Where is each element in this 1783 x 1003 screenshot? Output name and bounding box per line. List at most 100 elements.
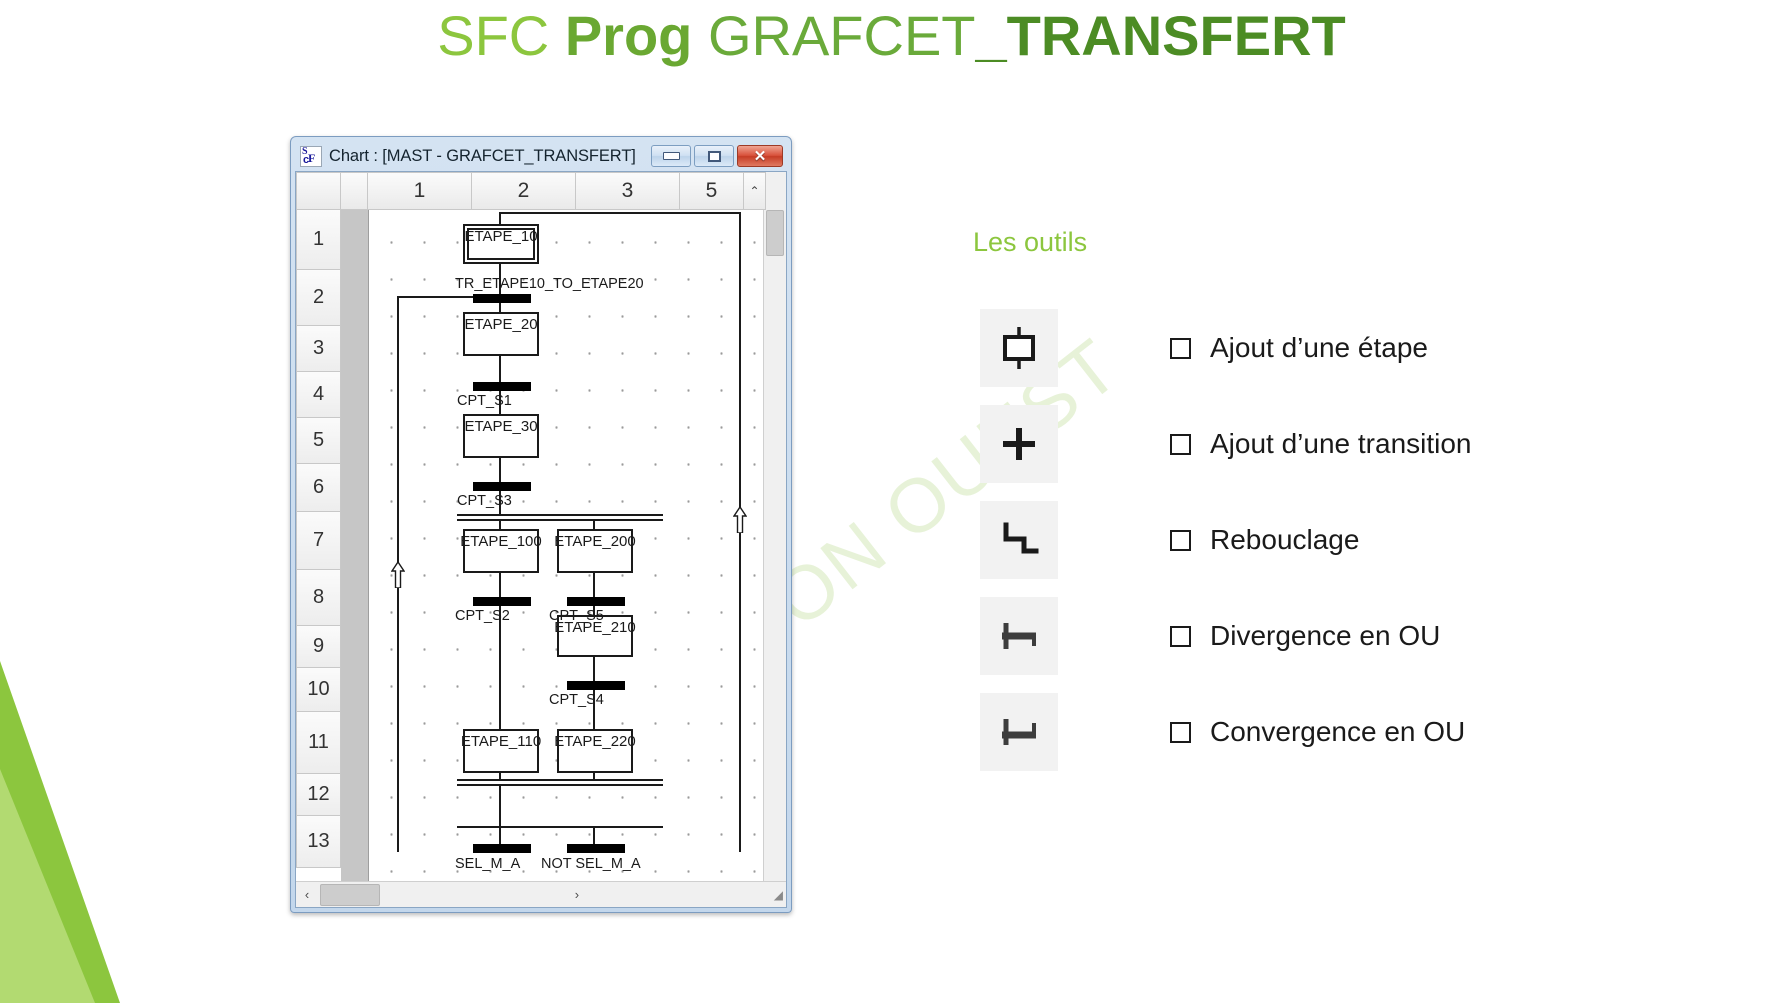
tool-label-text: Ajout d’une transition: [1210, 428, 1472, 459]
transition-label-cpt-s2[interactable]: CPT_S2: [455, 608, 510, 624]
link-t6-to-etape220: [593, 685, 595, 729]
maximize-button[interactable]: [694, 145, 734, 167]
step-etape-30[interactable]: ETAPE_30: [463, 414, 539, 458]
row-header-3[interactable]: 3: [296, 326, 341, 372]
tool-label-list: Ajout d’une étape Ajout d’une transition…: [1170, 300, 1472, 780]
link-t4-to-etape110: [499, 601, 501, 729]
vertical-scrollbar[interactable]: [763, 210, 786, 881]
column-header-2[interactable]: 2: [472, 172, 576, 210]
link-conv-to-or-div: [499, 784, 501, 828]
transition-label-cpt-s3[interactable]: CPT_S3: [457, 493, 512, 509]
or-divergence-icon[interactable]: [980, 597, 1058, 675]
sfc-diagram-canvas[interactable]: ETAPE_10 TR_ETAPE10_TO_ETAPE20 ETAPE_20 …: [369, 210, 763, 881]
and-convergence-line-b[interactable]: [457, 784, 663, 786]
row-header-12[interactable]: 12: [296, 774, 341, 816]
transition-bar-6[interactable]: [567, 681, 625, 690]
link-t5-to-etape210: [593, 601, 595, 615]
transition-bar-4[interactable]: [473, 597, 531, 606]
loop-back-icon[interactable]: [980, 501, 1058, 579]
row-header-5[interactable]: 5: [296, 418, 341, 464]
step-etape-110[interactable]: ETAPE_110: [461, 729, 541, 773]
horizontal-scrollbar-thumb[interactable]: [320, 883, 380, 906]
grid-gutter-header: [341, 172, 368, 210]
step-etape-10[interactable]: ETAPE_10: [463, 224, 539, 264]
step-etape-20[interactable]: ETAPE_20: [463, 312, 539, 356]
transition-bar-8[interactable]: [567, 844, 625, 853]
row-header-1[interactable]: 1: [296, 210, 341, 270]
transition-label-cpt-s5[interactable]: CPT_S5: [549, 608, 604, 624]
column-header-5[interactable]: 5: [680, 172, 744, 210]
column-header-3[interactable]: 3: [576, 172, 680, 210]
and-divergence-line-b[interactable]: [457, 519, 663, 521]
loopback-line-top: [397, 296, 502, 298]
link-etape100-to-t4: [499, 573, 501, 601]
row-header-6[interactable]: 6: [296, 464, 341, 512]
link-etape220-to-conv: [593, 773, 595, 781]
scroll-right-button[interactable]: ›: [574, 887, 580, 902]
tool-row-add-transition: [980, 396, 1058, 492]
loopback-arrow-left-icon: [391, 562, 405, 588]
or-divergence-line[interactable]: [457, 826, 663, 828]
transition-label-not-sel-m-a[interactable]: NOT SEL_M_A: [541, 856, 641, 872]
row-header-4[interactable]: 4: [296, 372, 341, 418]
or-convergence-icon[interactable]: [980, 693, 1058, 771]
horizontal-scrollbar[interactable]: ‹ › ◢: [296, 881, 786, 907]
row-header-13[interactable]: 13: [296, 816, 341, 868]
step-etape-100[interactable]: ETAPE_100: [460, 529, 542, 573]
step-etape-220[interactable]: ETAPE_220: [554, 729, 636, 773]
transition-bar-1[interactable]: [473, 294, 531, 303]
row-header-11[interactable]: 11: [296, 712, 341, 774]
close-button[interactable]: ✕: [737, 145, 783, 167]
row-header-2[interactable]: 2: [296, 270, 341, 326]
link-div-to-etape100: [499, 519, 501, 529]
scroll-left-button[interactable]: ‹: [304, 887, 310, 902]
row-header-9[interactable]: 9: [296, 626, 341, 668]
vertical-scrollbar-thumb[interactable]: [766, 210, 784, 256]
transition-label-cpt-s1[interactable]: CPT_S1: [457, 393, 512, 409]
step-etape-200[interactable]: ETAPE_200: [554, 529, 636, 573]
tools-heading: Les outils: [973, 227, 1088, 257]
link-etape10-to-t1: [499, 264, 501, 298]
watermark-text: ON OUEST: [757, 322, 1136, 645]
column-header-1[interactable]: 1: [368, 172, 472, 210]
checkbox-bullet-icon: [1170, 433, 1191, 455]
title-part-prog: Prog: [564, 4, 708, 67]
row-header-8[interactable]: 8: [296, 570, 341, 626]
link-etape30-to-t3: [499, 458, 501, 486]
page-title: SFC Prog GRAFCET_TRANSFERT: [0, 4, 1783, 68]
add-step-icon[interactable]: [980, 309, 1058, 387]
column-header-row: 1 2 3 5 ⌃: [296, 172, 786, 210]
transition-bar-2[interactable]: [473, 382, 531, 391]
transition-bar-7[interactable]: [473, 844, 531, 853]
transition-bar-5[interactable]: [567, 597, 625, 606]
and-divergence-line-a[interactable]: [457, 514, 663, 516]
loopback-arrow-right-icon: [733, 507, 747, 533]
transition-label-cpt-s4[interactable]: CPT_S4: [549, 692, 604, 708]
title-part-transfert: _TRANSFERT: [975, 4, 1346, 67]
row-header-10[interactable]: 10: [296, 668, 341, 712]
step-etape-210[interactable]: ETAPE_210: [554, 615, 636, 657]
link-etape20-to-t2: [499, 356, 501, 386]
tool-row-loop-back: [980, 492, 1058, 588]
and-convergence-line-a[interactable]: [457, 779, 663, 781]
window-title-text: Chart : [MAST - GRAFCET_TRANSFERT]: [329, 146, 636, 165]
title-part-grafcet: GRAFCET: [707, 4, 976, 67]
tool-label-add-step: Ajout d’une étape: [1170, 300, 1472, 396]
chart-grid-body: 1 2 3 4 5 6 7 8 9 10 11 12 13: [296, 210, 786, 881]
tool-label-add-transition: Ajout d’une transition: [1170, 396, 1472, 492]
tool-label-text: Divergence en OU: [1210, 620, 1441, 651]
link-div-to-etape200: [593, 519, 595, 529]
transition-bar-3[interactable]: [473, 482, 531, 491]
tool-label-text: Rebouclage: [1210, 524, 1360, 555]
title-part-sfc: SFC: [437, 4, 565, 67]
row-header-7[interactable]: 7: [296, 512, 341, 570]
resize-grip-icon[interactable]: ◢: [773, 887, 783, 902]
scroll-up-button[interactable]: ⌃: [744, 172, 766, 210]
add-transition-icon[interactable]: [980, 405, 1058, 483]
chart-client-area: 1 2 3 5 ⌃ 1 2 3 4 5 6 7 8 9 10: [295, 171, 787, 908]
minimize-button[interactable]: [651, 145, 691, 167]
transition-label-sel-m-a[interactable]: SEL_M_A: [455, 856, 521, 872]
transition-label-tr-etape10[interactable]: TR_ETAPE10_TO_ETAPE20: [455, 276, 644, 292]
